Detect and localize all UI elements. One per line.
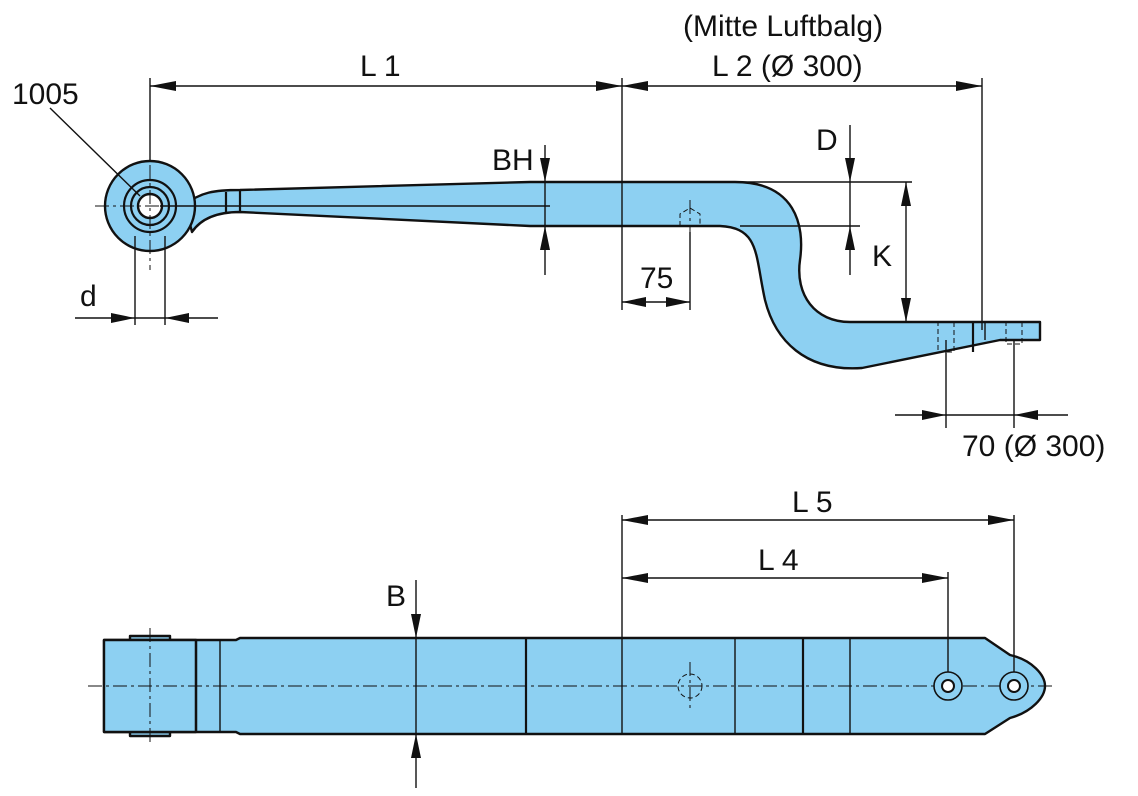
- side-view: 1005 (Mitte Luftbalg) L 1 L 2 (Ø 300) BH…: [12, 10, 1105, 463]
- dim-B-label: B: [386, 580, 406, 613]
- mitte-luftbalg-label: (Mitte Luftbalg): [683, 10, 883, 43]
- arrow: [111, 313, 135, 323]
- mount-hole-1: [941, 679, 955, 693]
- center-bolt-hidden: [679, 207, 701, 226]
- arrow: [411, 614, 421, 638]
- top-view: L 5 L 4 B: [88, 486, 1055, 788]
- part-number-label: 1005: [12, 78, 79, 111]
- dim-D-label: D: [816, 124, 838, 157]
- arrow: [956, 81, 982, 91]
- dim-K-label: K: [872, 240, 892, 273]
- center-bolt-hole: [677, 673, 703, 699]
- arrow: [988, 515, 1014, 525]
- mount-hole-2: [1007, 679, 1021, 693]
- arrow: [622, 573, 648, 583]
- part-number-leader: [49, 107, 141, 197]
- arrow: [666, 297, 690, 307]
- dim-d-label: d: [80, 280, 97, 313]
- arrow: [922, 410, 946, 420]
- dim-75-label: 75: [640, 262, 673, 295]
- arrow: [165, 313, 189, 323]
- arrow: [596, 81, 622, 91]
- arrow: [622, 515, 648, 525]
- spring-side-profile: [183, 180, 1042, 370]
- arrow: [540, 226, 550, 250]
- arrow: [411, 734, 421, 758]
- arrow: [845, 226, 855, 250]
- dim-L2-label: L 2 (Ø 300): [712, 50, 863, 83]
- arrow: [901, 298, 911, 322]
- end-hole-hidden-2: [1005, 321, 1023, 345]
- arrow: [622, 297, 646, 307]
- arrow: [922, 573, 948, 583]
- dim-70-label: 70 (Ø 300): [962, 430, 1105, 463]
- arrow: [901, 182, 911, 206]
- arrow: [622, 81, 648, 91]
- dim-BH-label: BH: [492, 144, 534, 177]
- arrow: [1014, 410, 1038, 420]
- dim-L4-label: L 4: [758, 544, 799, 577]
- arrow: [540, 158, 550, 182]
- dim-L5-label: L 5: [792, 486, 833, 519]
- arrow: [845, 158, 855, 182]
- dim-L1-label: L 1: [360, 50, 401, 83]
- end-hole-hidden-1: [937, 321, 955, 353]
- arrow: [150, 81, 176, 91]
